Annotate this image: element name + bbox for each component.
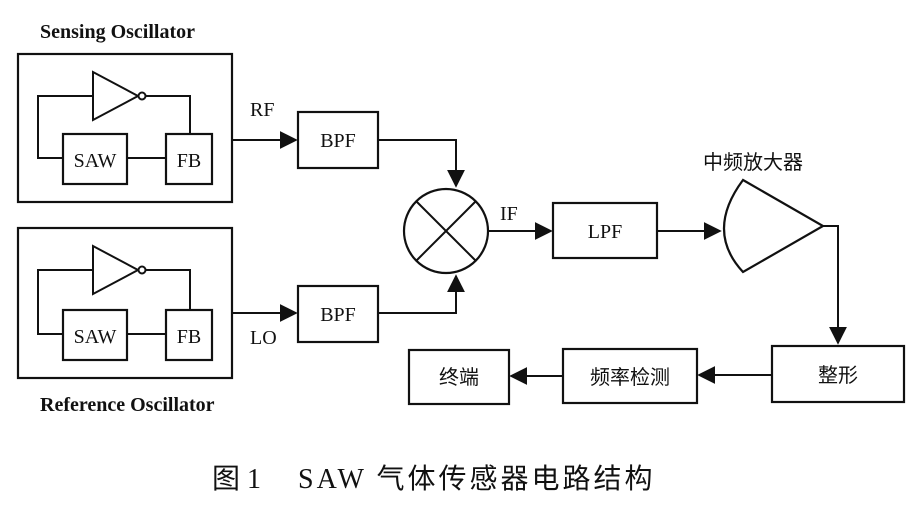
lo-signal-label: LO [250,327,277,349]
reference-feedback-wire-left [37,269,93,335]
sensing-fb-label: FB [177,150,201,172]
bpf-bottom-box [296,284,380,344]
mixer-cross-line-2 [415,200,477,262]
terminal-label: 终端 [439,366,479,389]
terminal-box [407,348,511,406]
bpf-bottom-to-mixer-wire [378,274,465,314]
sensing-saw-box [61,132,129,186]
bpf-top-box [296,110,380,170]
rf-signal-label: RF [250,99,274,121]
caption-title: SAW 气体传感器电路结构 [298,463,655,495]
sensing-saw-label: SAW [74,150,117,172]
reference-oscillator-title: Reference Oscillator [40,394,215,416]
shaping-box [770,344,906,404]
bpf-top-label: BPF [320,130,356,152]
sensing-fb-box [164,132,214,186]
reference-oscillator-circuit: SAW FB [37,244,214,362]
reference-saw-box [61,308,129,362]
sensing-oscillator-title: Sensing Oscillator [40,21,195,43]
lpf-label: LPF [588,221,622,243]
sensing-inverter-bubble [137,91,147,101]
frequency-detection-label: 频率检测 [590,366,670,389]
amplifier-to-shaping-wire [823,225,847,345]
reference-fb-box [164,308,214,362]
reference-fb-label: FB [177,326,201,348]
shaping-label: 整形 [818,364,858,387]
reference-feedback-wire-right [146,269,191,310]
mixer-symbol [402,187,490,275]
caption-number: 图 1 [212,464,261,495]
bpf-top-to-mixer-wire [378,139,465,188]
if-signal-label: IF [500,203,518,225]
if-amplifier-symbol [723,178,826,274]
if-amplifier-label: 中频放大器 [703,151,803,174]
reference-inverter-bubble [137,265,147,275]
reference-saw-label: SAW [74,326,117,348]
bpf-bottom-label: BPF [320,304,356,326]
sensing-oscillator-circuit: SAW FB [37,70,214,186]
sensing-feedback-wire-left [37,95,93,159]
sensing-feedback-wire-right [146,95,191,134]
